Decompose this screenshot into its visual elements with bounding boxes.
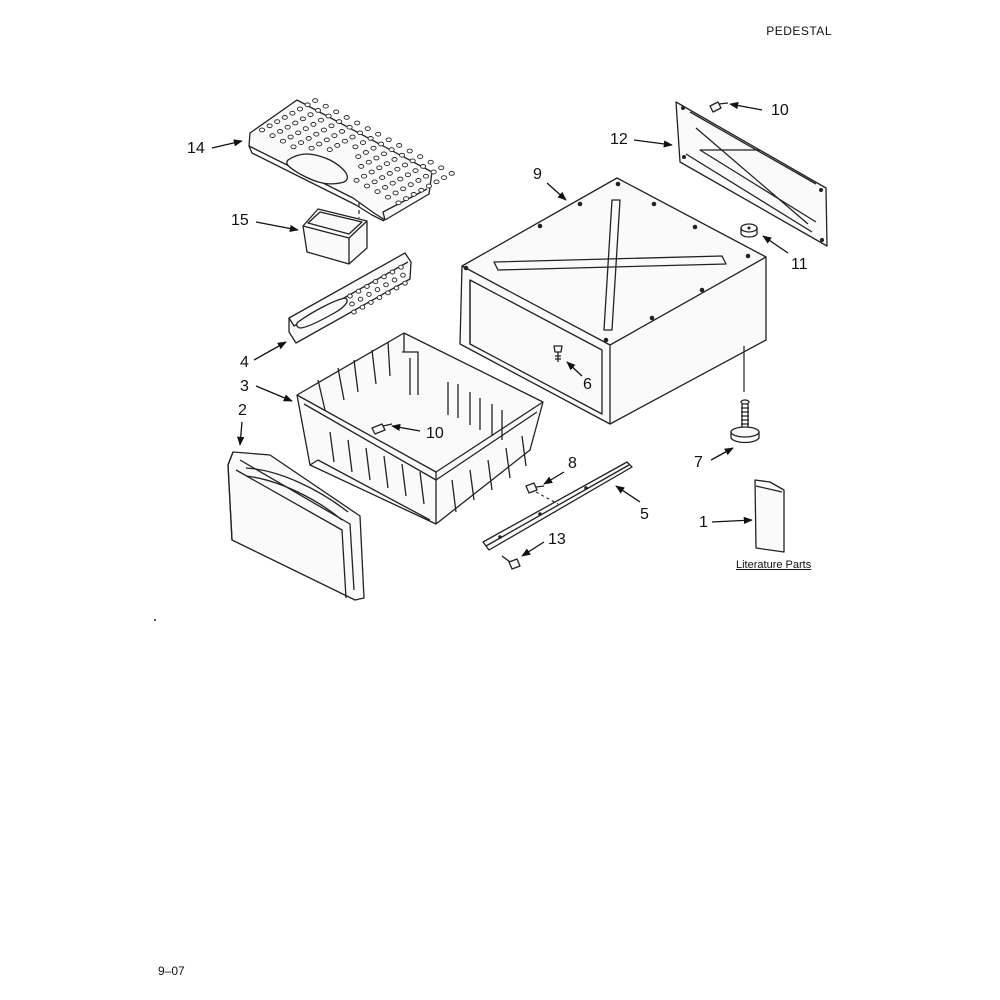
callout-10-top: 10	[771, 102, 789, 119]
callout-14: 14	[187, 140, 205, 157]
part-10-screw-basket	[371, 423, 393, 435]
callout-8: 8	[568, 455, 577, 472]
part-8-screw	[525, 482, 545, 494]
callout-10-basket: 10	[426, 425, 444, 442]
callout-6: 6	[583, 376, 592, 393]
callout-5: 5	[640, 506, 649, 523]
part-7-leveling-foot	[730, 399, 760, 444]
page-title: PEDESTAL	[766, 24, 832, 38]
callout-15: 15	[231, 212, 249, 229]
part-3-basket	[296, 332, 544, 525]
part-2-drawer-front	[227, 451, 365, 601]
footer-code: 9–07	[158, 964, 185, 978]
callout-3: 3	[240, 378, 249, 395]
callout-11: 11	[791, 256, 808, 273]
part-5-rail	[482, 461, 633, 551]
part-9-pedestal-box	[459, 177, 767, 425]
callout-9: 9	[533, 166, 542, 183]
part-1-literature	[754, 479, 785, 553]
callout-4: 4	[240, 354, 249, 371]
part-12-back-plate	[675, 101, 828, 247]
part-13-screw	[501, 555, 521, 570]
part-6-screw	[553, 345, 563, 362]
part-15-bin	[302, 208, 368, 265]
part-4-divider	[288, 252, 412, 344]
callout-2: 2	[238, 402, 247, 419]
part-14-top-tray	[248, 98, 455, 222]
literature-parts-label: Literature Parts	[736, 559, 812, 571]
callout-12: 12	[610, 131, 628, 148]
part-10-screw-top	[709, 101, 729, 113]
callout-7: 7	[694, 454, 703, 471]
callout-13: 13	[548, 531, 566, 548]
part-11-bumper	[740, 223, 758, 238]
callout-1: 1	[699, 514, 708, 531]
